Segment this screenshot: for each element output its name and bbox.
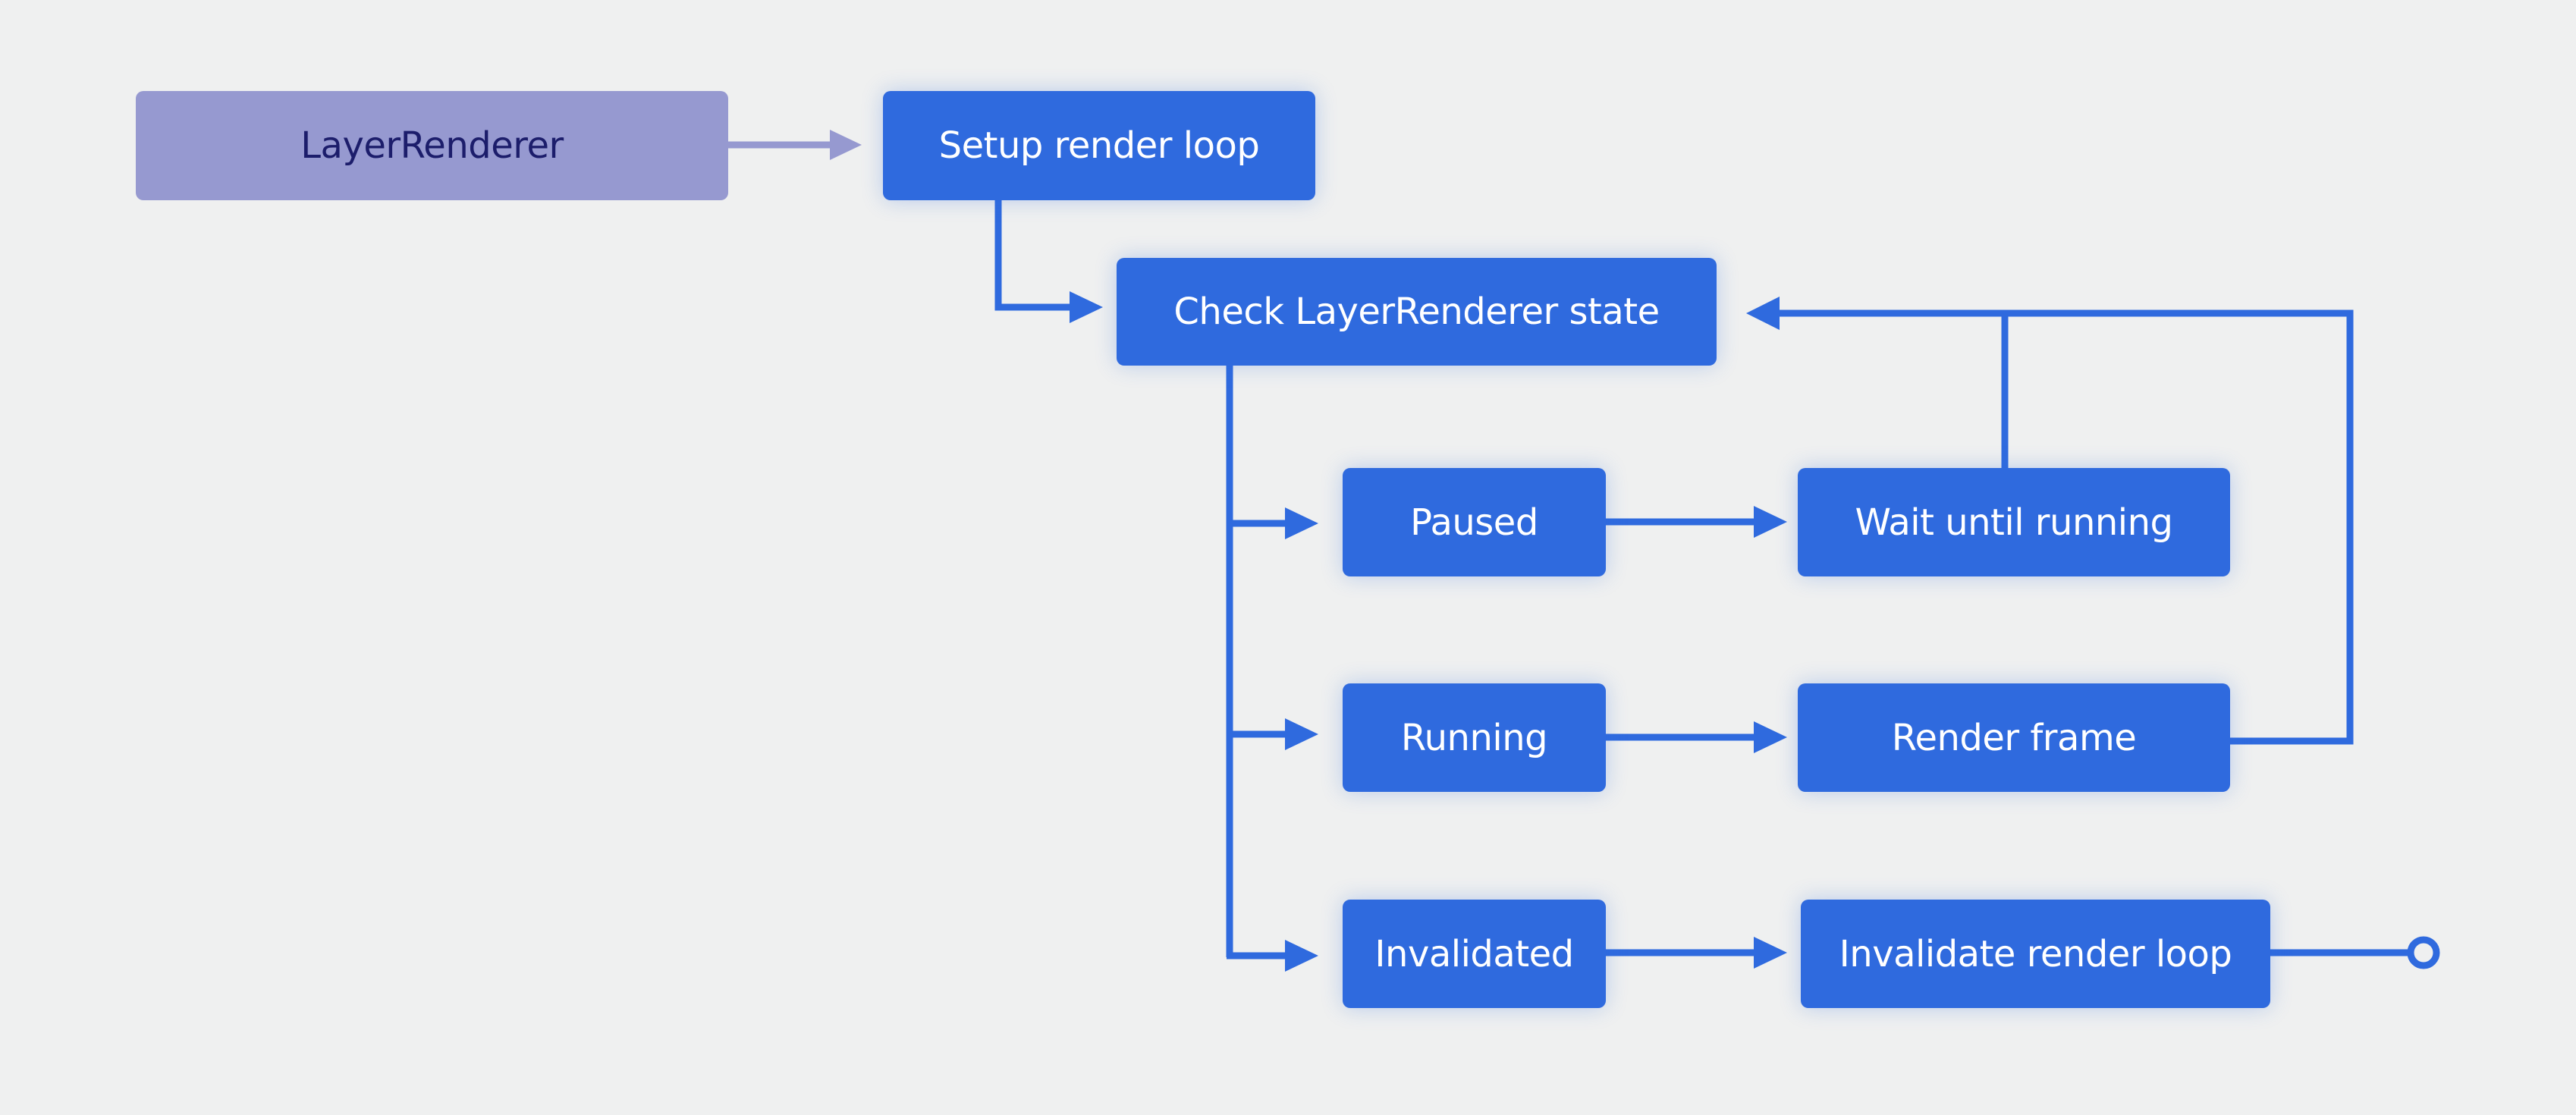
arrow-invalidated-to-invalidate-loop: [1606, 937, 1787, 969]
layerrenderer-label: LayerRenderer: [300, 124, 564, 167]
render-frame-label: Render frame: [1891, 716, 2137, 759]
wait-until-running-label: Wait until running: [1855, 501, 2173, 544]
arrow-check-to-invalidated: [1227, 940, 1318, 972]
arrow-layerrenderer-to-setup: [728, 130, 862, 160]
loop-render-frame-to-check: [1780, 309, 2354, 745]
arrow-check-to-paused: [1227, 507, 1318, 539]
running-node: Running: [1343, 683, 1606, 792]
invalidated-label: Invalidated: [1374, 932, 1574, 975]
arrow-check-to-running: [1227, 718, 1318, 750]
running-label: Running: [1400, 716, 1548, 759]
paused-label: Paused: [1410, 501, 1538, 544]
arrow-running-to-render: [1606, 721, 1787, 753]
check-state-node: Check LayerRenderer state: [1117, 258, 1717, 366]
render-frame-node: Render frame: [1798, 683, 2230, 792]
setup-render-loop-node: Setup render loop: [883, 91, 1315, 200]
arrow-setup-to-check: [994, 200, 1103, 323]
paused-node: Paused: [1343, 468, 1606, 576]
layerrenderer-node: LayerRenderer: [136, 91, 728, 200]
check-state-label: Check LayerRenderer state: [1173, 291, 1660, 333]
setup-render-loop-label: Setup render loop: [938, 124, 1260, 167]
arrow-paused-to-wait: [1606, 506, 1787, 538]
wait-until-running-node: Wait until running: [1798, 468, 2230, 576]
invalidated-node: Invalidated: [1343, 900, 1606, 1008]
arrowhead-into-check: [1746, 297, 1780, 330]
invalidate-render-loop-node: Invalidate render loop: [1801, 900, 2270, 1008]
terminal-end-icon: [2407, 936, 2440, 969]
invalidate-render-loop-label: Invalidate render loop: [1839, 932, 2232, 975]
